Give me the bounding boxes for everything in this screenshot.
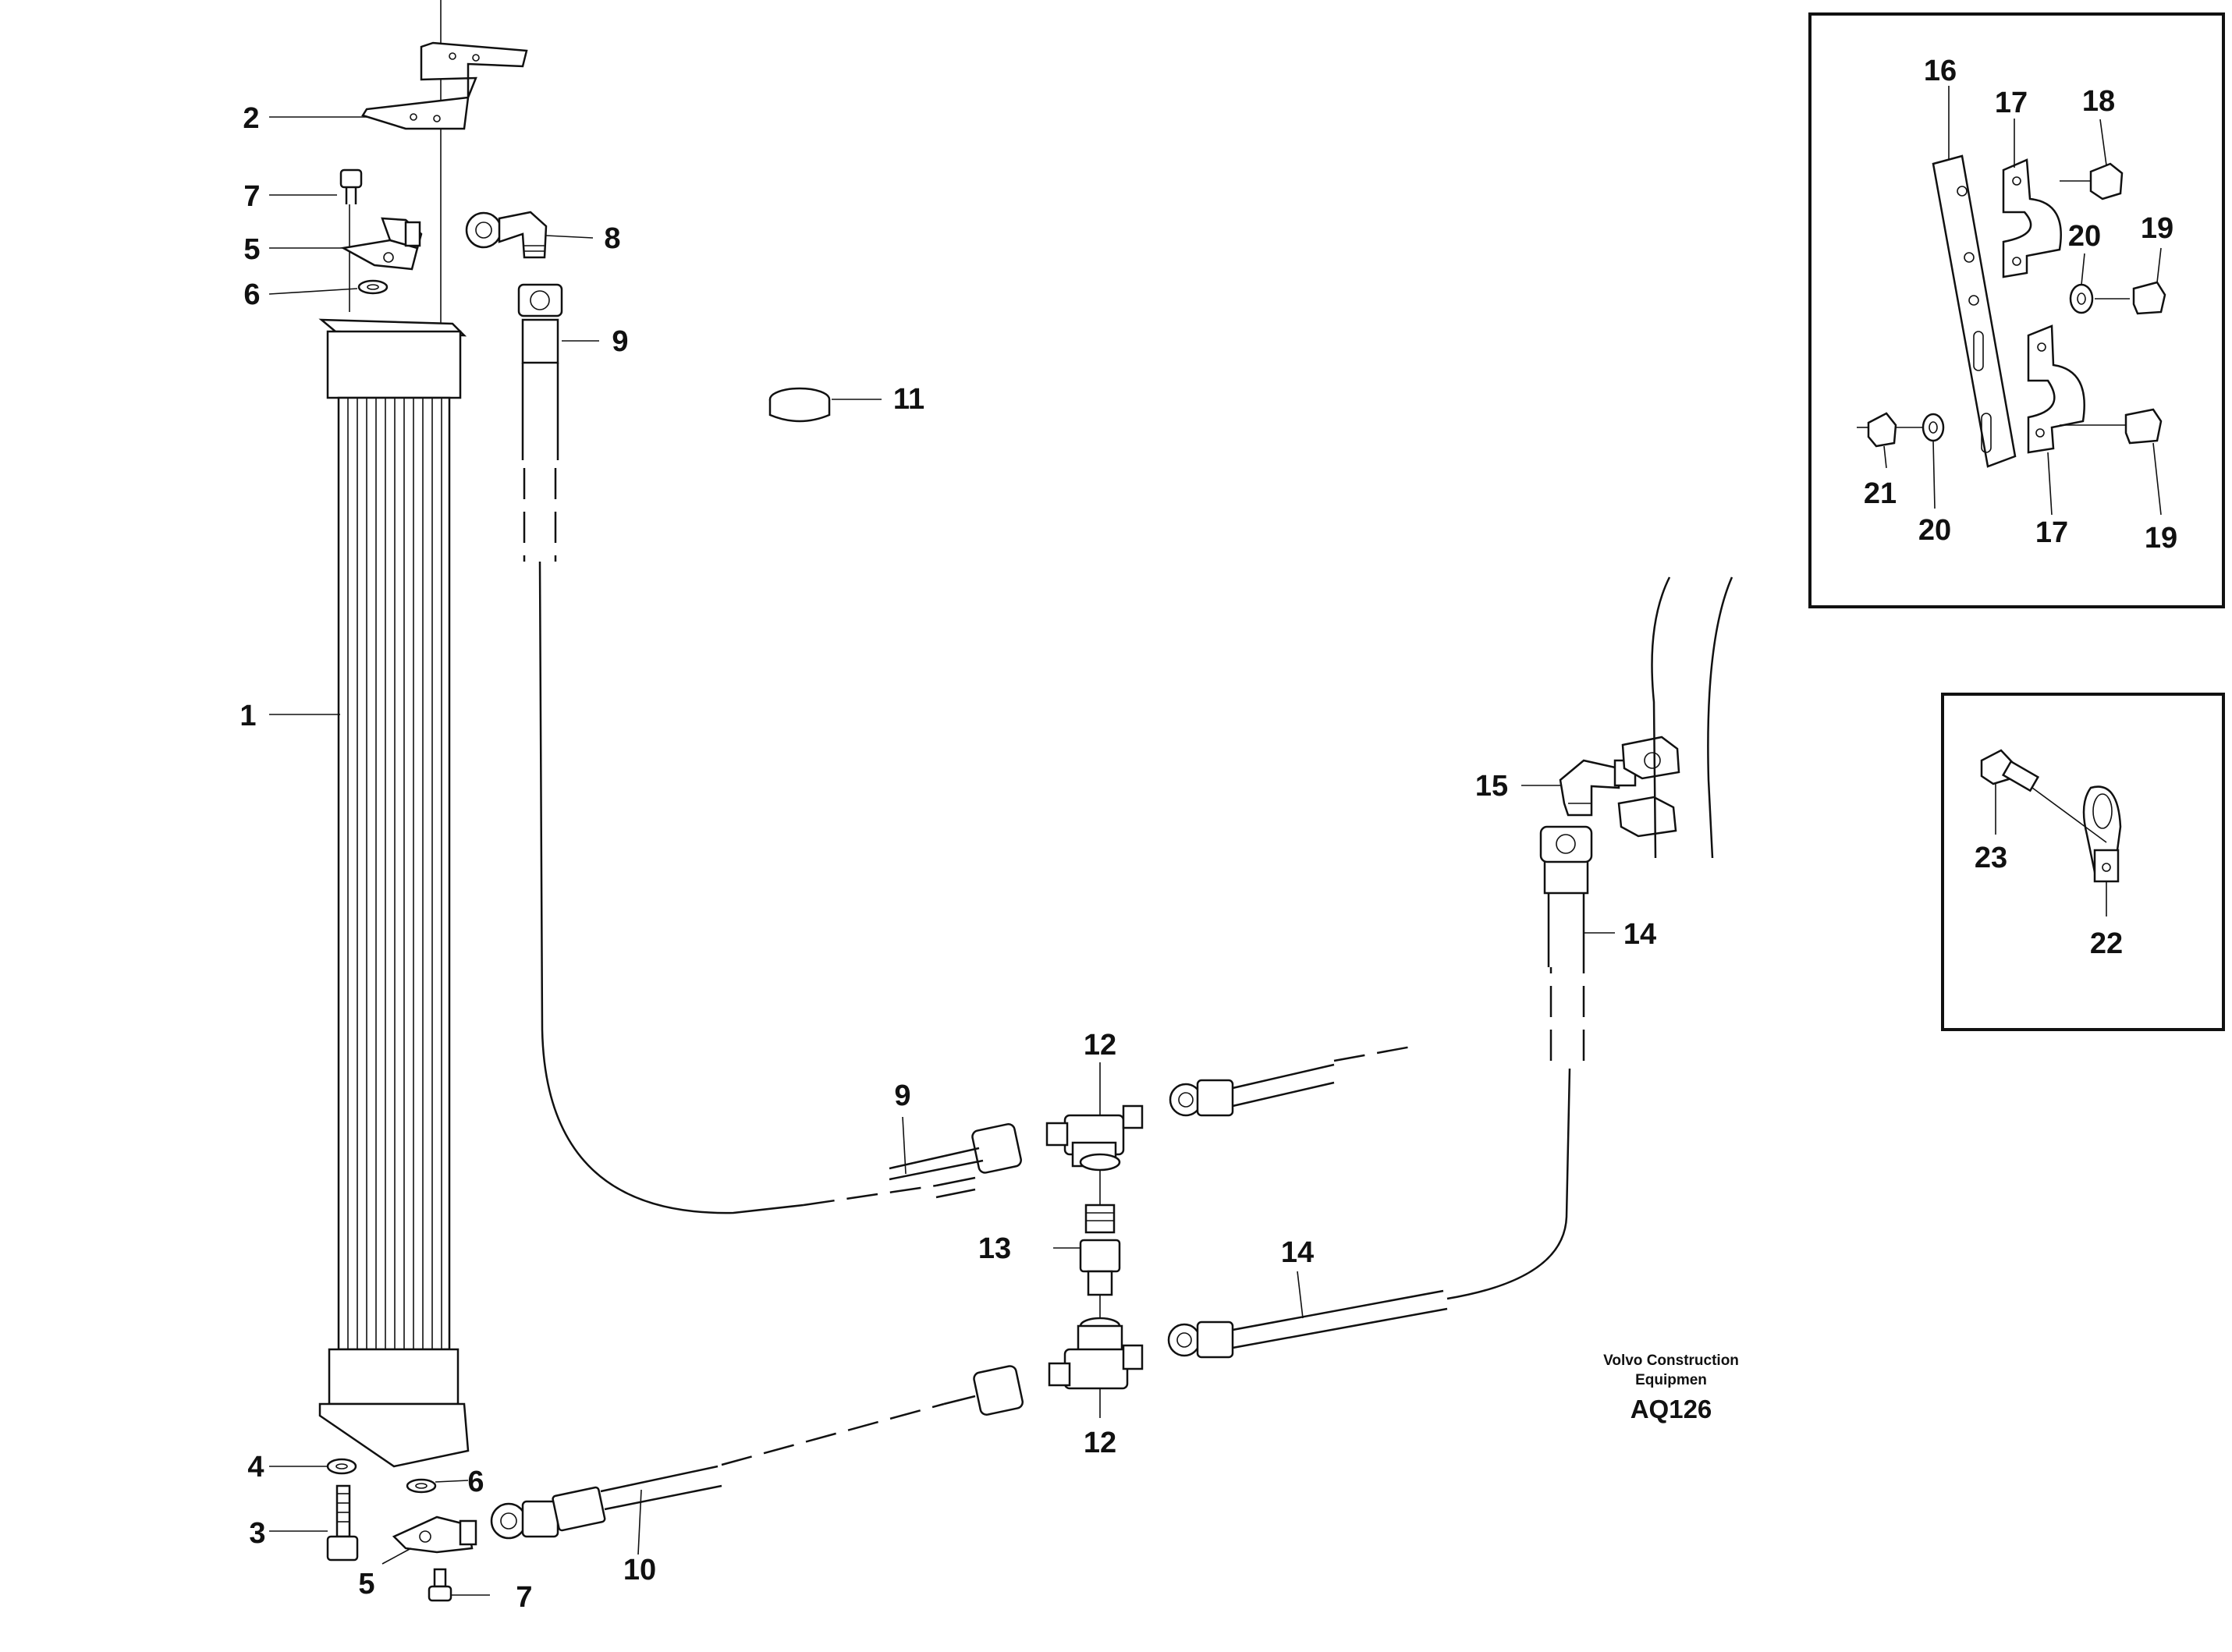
callout-9b: 9 [894, 1079, 910, 1112]
callout-1: 1 [240, 700, 256, 732]
callout-5b: 5 [358, 1568, 374, 1601]
callout-14b: 14 [1281, 1236, 1314, 1269]
clamp-nut [2060, 162, 2124, 200]
callout-11: 11 [893, 383, 924, 416]
lower-tee-fitting [1048, 1317, 1144, 1390]
upper-clamp [2002, 158, 2062, 278]
bottom-bolt [326, 1484, 359, 1562]
lock-nut-and-washer [1857, 412, 1945, 448]
callout-12a: 12 [1084, 1029, 1116, 1062]
lower-clamp [2027, 324, 2085, 454]
hose-clip-inset [1941, 693, 2225, 1031]
credit-line-1: Volvo Construction [1603, 1352, 1739, 1369]
oil-cooler-core [318, 318, 470, 1468]
top-screw [339, 168, 363, 204]
top-washer [357, 279, 389, 295]
lower-bolt [2060, 408, 2163, 445]
mounting-bracket [361, 41, 528, 130]
callout-10: 10 [623, 1554, 656, 1586]
frame-outline-curves [1651, 576, 1733, 859]
callout-3: 3 [249, 1517, 265, 1550]
top-elbow-connector [340, 217, 423, 271]
leader-lines [268, 86, 2162, 1596]
callout-22: 22 [2090, 927, 2123, 960]
callout-14a: 14 [1623, 918, 1656, 951]
upper-hose [517, 283, 976, 1214]
callout-7b: 7 [516, 1581, 532, 1614]
upper-bolt-and-washer [2069, 281, 2166, 315]
callout-15: 15 [1475, 770, 1508, 803]
callout-12b: 12 [1084, 1427, 1116, 1459]
adapter-nuts [1617, 736, 1680, 838]
callout-5a: 5 [243, 233, 260, 266]
callout-6b: 6 [467, 1466, 484, 1498]
callout-21: 21 [1864, 477, 1897, 510]
upper-right-hose [1169, 1044, 1421, 1117]
upper-tee-fitting [1045, 1104, 1144, 1172]
callout-6a: 6 [243, 278, 260, 311]
callout-7a: 7 [243, 180, 260, 213]
upper-elbow-fitting [465, 211, 548, 259]
callout-20b: 20 [1918, 514, 1951, 547]
bottom-screw [428, 1568, 452, 1602]
callout-18: 18 [2082, 85, 2115, 118]
callout-labels: 1 2 3 4 5 5 6 6 7 7 8 9 9 10 11 12 12 13… [240, 55, 2177, 1614]
clamp-plate-inset [1808, 12, 2225, 608]
illustration-code: AQ126 [1631, 1395, 1712, 1423]
bottom-washer [326, 1458, 357, 1475]
callout-2: 2 [243, 102, 259, 135]
callout-4: 4 [247, 1451, 264, 1484]
callout-16: 16 [1924, 55, 1957, 87]
callout-19a: 19 [2141, 212, 2173, 245]
callout-13: 13 [978, 1232, 1011, 1265]
bottom-elbow-connector [392, 1516, 477, 1554]
lower-hose [490, 1395, 976, 1540]
clamp-plate [1932, 154, 2017, 468]
clip-bolt [1980, 749, 2040, 792]
upper-hose-end [889, 1123, 1022, 1181]
lower-hose-end [973, 1365, 1024, 1416]
grommet [768, 387, 831, 423]
callout-20a: 20 [2068, 220, 2101, 253]
callout-8: 8 [604, 222, 620, 255]
credit-line-2: Equipmen [1635, 1372, 1707, 1388]
lower-washer [406, 1478, 437, 1494]
hose-clip [2032, 785, 2122, 883]
callout-17b: 17 [2035, 516, 2068, 549]
double-nipple [1079, 1204, 1121, 1296]
return-hose [1167, 825, 1593, 1359]
callout-17a: 17 [1995, 87, 2028, 119]
callout-9a: 9 [612, 325, 628, 358]
callout-19b: 19 [2145, 522, 2177, 555]
manufacturer-credit: Volvo Construction Equipmen AQ126 [1603, 1352, 1739, 1423]
callout-23: 23 [1975, 842, 2007, 874]
